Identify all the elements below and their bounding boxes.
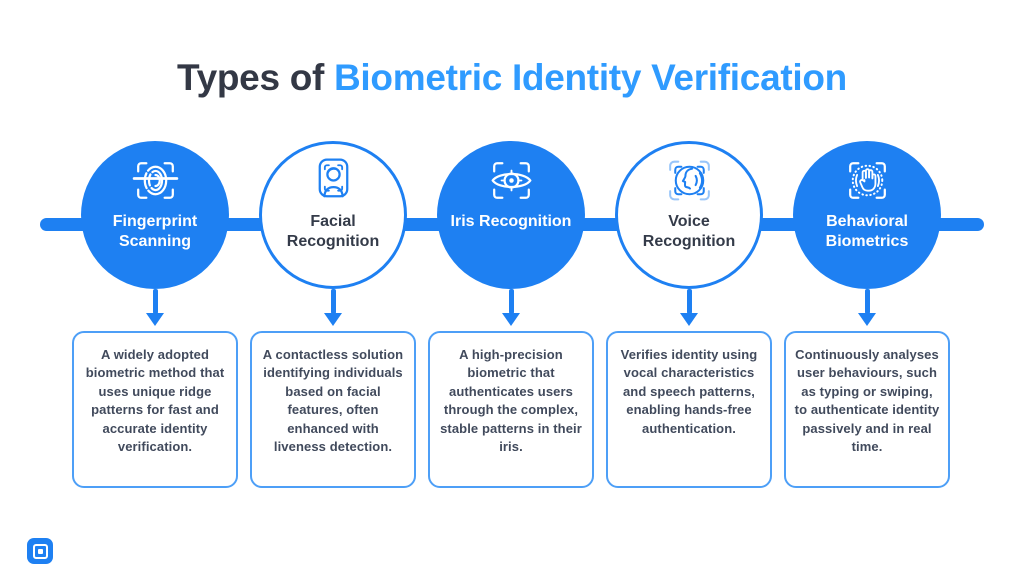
arrow-stem	[686, 289, 692, 314]
item-label: Fingerprint Scanning	[112, 213, 198, 250]
arrow-head	[324, 313, 342, 326]
circle-node-facial: Facial Recognition	[259, 141, 407, 289]
arrow-stem	[508, 289, 514, 314]
arrow-head	[502, 313, 520, 326]
fingerprint-scan-icon	[132, 162, 178, 199]
down-arrow	[324, 289, 342, 326]
item-facial-recognition: Facial Recognition A contactless solutio…	[244, 141, 422, 488]
arrow-head	[680, 313, 698, 326]
brand-logo-ring	[32, 543, 48, 559]
arrow-head	[858, 313, 876, 326]
description-text: A high-precision biometric that authenti…	[440, 347, 582, 455]
item-label: Iris Recognition	[450, 213, 572, 230]
item-iris-recognition: Iris Recognition A high-precision biomet…	[422, 141, 600, 488]
description-text: A widely adopted biometric method that u…	[85, 347, 225, 455]
arrow-head	[146, 313, 164, 326]
circle-node-iris: Iris Recognition	[437, 141, 585, 289]
description-text: Verifies identity using vocal characteri…	[620, 347, 758, 436]
down-arrow	[858, 289, 876, 326]
title-prefix: Types of	[177, 57, 335, 98]
item-label: Facial Recognition	[286, 213, 380, 250]
description-card: A contactless solution identifying indiv…	[250, 331, 416, 488]
down-arrow	[680, 289, 698, 326]
page-title: Types of Biometric Identity Verification	[0, 57, 1024, 99]
circle-node-fingerprint: Fingerprint Scanning	[81, 141, 229, 289]
down-arrow	[502, 289, 520, 326]
down-arrow	[146, 289, 164, 326]
item-fingerprint-scanning: Fingerprint Scanning A widely adopted bi…	[66, 141, 244, 488]
brand-logo-icon	[27, 538, 53, 564]
title-highlight: Biometric Identity Verification	[334, 57, 847, 98]
circle-node-behavioral: Behavioral Biometrics	[793, 141, 941, 289]
description-card: A high-precision biometric that authenti…	[428, 331, 594, 488]
face-scan-icon	[318, 158, 348, 198]
brand-logo-core	[37, 548, 43, 554]
voice-scan-icon	[668, 160, 710, 201]
arrow-stem	[152, 289, 158, 314]
description-text: Continuously analyses user behaviours, s…	[794, 347, 940, 455]
item-label: Voice Recognition	[642, 213, 736, 250]
hand-scan-icon	[848, 162, 886, 199]
description-text: A contactless solution identifying indiv…	[262, 347, 404, 455]
iris-scan-icon	[491, 162, 531, 199]
item-voice-recognition: Voice Recognition Verifies identity usin…	[600, 141, 778, 488]
circle-node-voice: Voice Recognition	[615, 141, 763, 289]
arrow-stem	[330, 289, 336, 314]
item-label: Behavioral Biometrics	[825, 213, 909, 250]
item-behavioral-biometrics: Behavioral Biometrics Continuously analy…	[778, 141, 956, 488]
description-card: A widely adopted biometric method that u…	[72, 331, 238, 488]
timeline-items: Fingerprint Scanning A widely adopted bi…	[66, 141, 956, 488]
arrow-stem	[864, 289, 870, 314]
description-card: Verifies identity using vocal characteri…	[606, 331, 772, 488]
description-card: Continuously analyses user behaviours, s…	[784, 331, 950, 488]
